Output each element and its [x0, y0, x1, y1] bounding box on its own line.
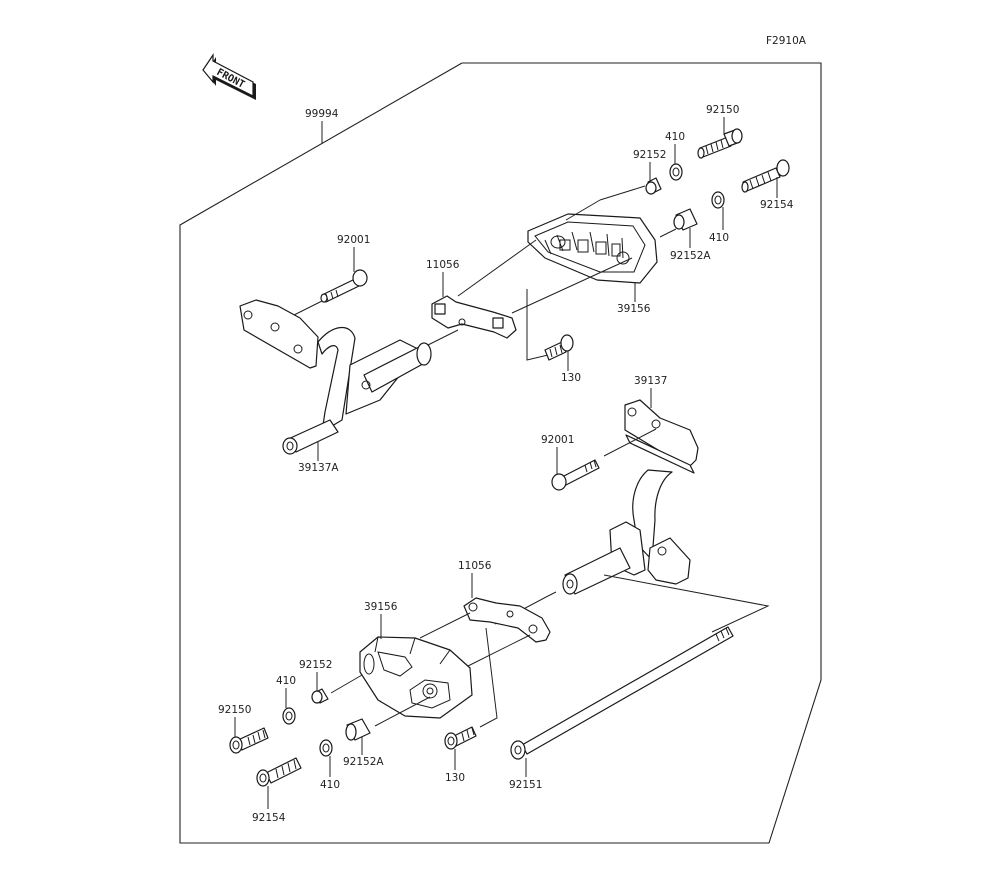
- bolt-92154-bottom: [256, 757, 302, 787]
- callout-92152-top: 92152: [633, 149, 666, 161]
- washer-410-top: [669, 163, 683, 181]
- plate-11056-bottom: [463, 597, 551, 643]
- collar-92152A-top: [673, 208, 698, 231]
- callout-39156-top: 39156: [617, 303, 651, 315]
- front-arrow-icon: FRONT: [202, 53, 256, 100]
- collar-92152-top: [645, 177, 662, 195]
- callout-92154-top: 92154: [760, 199, 794, 211]
- bolt-92150-top: [697, 128, 743, 159]
- kit-frame: [179, 62, 822, 844]
- figure-code: F2910A: [766, 35, 807, 47]
- slider-39156-bottom: [359, 636, 473, 719]
- callout-92152A-top: 92152A: [670, 250, 711, 262]
- callout-92152-bottom: 92152: [299, 659, 332, 671]
- callout-410-bottom-b: 410: [320, 779, 340, 791]
- callout-410-bottom: 410: [276, 675, 296, 687]
- bolt-92151-long: [510, 626, 734, 760]
- plate-11056-top: [431, 295, 517, 339]
- callout-92001-top: 92001: [337, 234, 370, 246]
- slider-39156-top: [527, 213, 658, 284]
- callout-11056-top: 11056: [426, 259, 460, 271]
- collar-92152A-bottom: [345, 718, 371, 741]
- bracket-39137: [562, 399, 699, 595]
- callout-92150-bottom: 92150: [218, 704, 251, 716]
- collar-92152-bottom: [311, 688, 329, 704]
- callout-92152A-bottom: 92152A: [343, 756, 384, 768]
- callout-92150-top: 92150: [706, 104, 739, 116]
- callout-39156-bottom: 39156: [364, 601, 398, 613]
- callout-39137A: 39137A: [298, 462, 339, 474]
- washer-410-bottom-b: [319, 739, 333, 757]
- bolt-92001-mid: [551, 459, 600, 491]
- bolt-92150-bottom: [229, 727, 269, 754]
- screw-130-top: [544, 334, 574, 361]
- bolt-92154-top: [741, 159, 790, 193]
- callout-92151: 92151: [509, 779, 542, 791]
- washer-410-bottom: [282, 707, 296, 725]
- callout-99994: 99994: [305, 108, 339, 120]
- callout-130-bottom: 130: [445, 772, 465, 784]
- bracket-39137A: [239, 299, 432, 455]
- callout-11056-bottom: 11056: [458, 560, 492, 572]
- callout-410-top: 410: [665, 131, 685, 143]
- callout-92001-mid: 92001: [541, 434, 574, 446]
- callout-130-top: 130: [561, 372, 581, 384]
- washer-410-top-b: [711, 191, 725, 209]
- bolt-92001-top: [320, 269, 368, 303]
- callout-39137: 39137: [634, 375, 667, 387]
- screw-130-bottom: [444, 726, 477, 750]
- callout-92154-bottom: 92154: [252, 812, 286, 824]
- callout-410-top-b: 410: [709, 232, 729, 244]
